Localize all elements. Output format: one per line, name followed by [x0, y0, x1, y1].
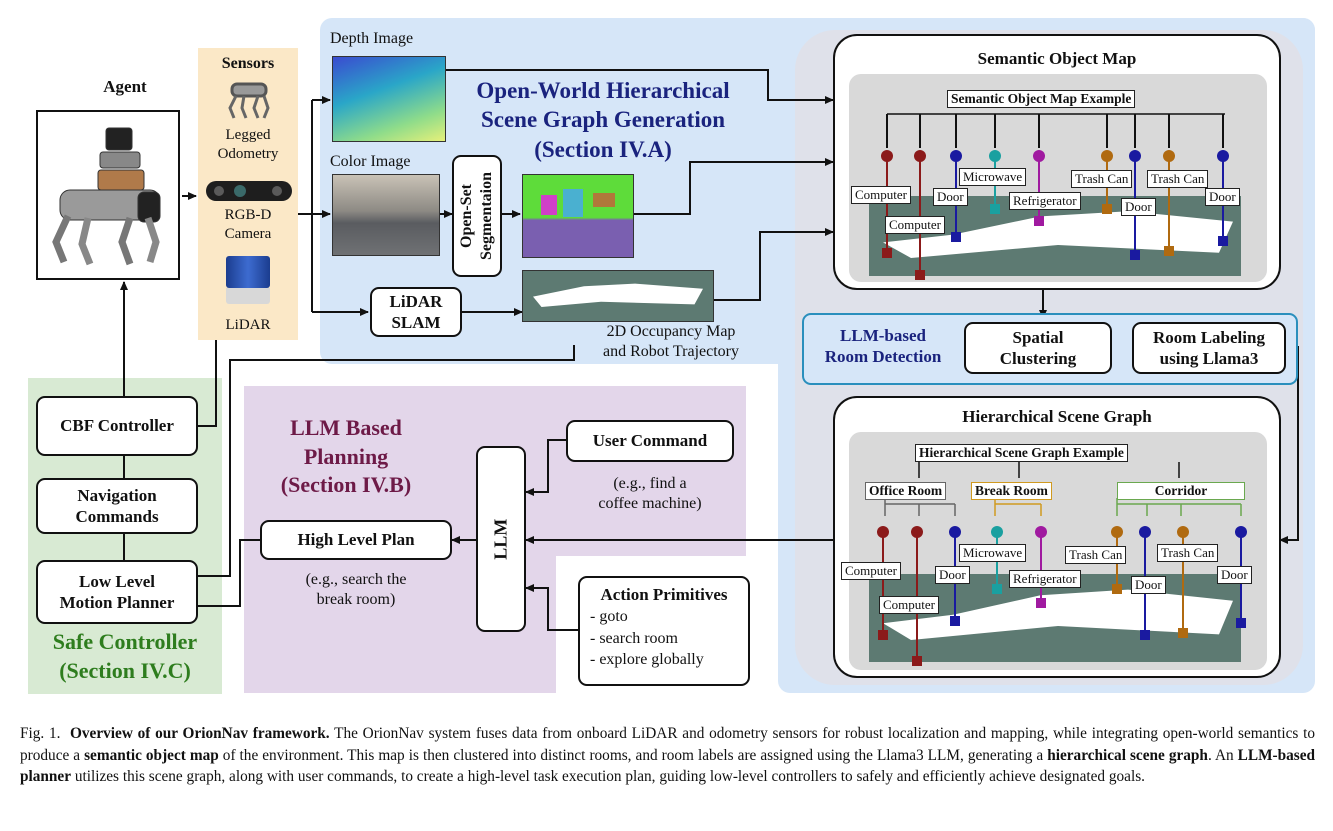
navigation-commands-box: Navigation Commands — [36, 478, 198, 534]
high-level-plan-example: (e.g., search the break room) — [305, 571, 407, 608]
hier-floorplan — [869, 574, 1241, 662]
color-image — [332, 174, 440, 256]
semantic-object-map-panel: Semantic Object Map Semantic Object Map … — [833, 34, 1281, 290]
room-label-office: Office Room — [865, 482, 947, 500]
primitive-explore-globally: - explore globally — [590, 651, 704, 669]
safe-controller-title: Safe Controller (Section IV.C) — [52, 629, 198, 683]
depth-image — [332, 56, 446, 142]
sem-label-refrigerator: Refrigerator — [1009, 192, 1081, 210]
sem-label-microwave: Microwave — [959, 168, 1027, 186]
room-labeling-box: Room Labeling using Llama3 — [1132, 322, 1286, 374]
low-level-motion-planner-box: Low Level Motion Planner — [36, 560, 198, 624]
llm-box: LLM — [476, 446, 526, 632]
lidar-slam-box: LiDAR SLAM — [370, 287, 462, 337]
high-level-plan-box: High Level Plan — [260, 520, 452, 560]
planning-title: LLM Based Planning (Section IV.B) — [280, 415, 412, 498]
occupancy-map-label: 2D Occupancy Map and Robot Trajectory — [603, 323, 739, 360]
hierarchical-scene-graph-panel: Hierarchical Scene Graph Hierarchical Sc… — [833, 396, 1281, 678]
hier-graph-example-label: Hierarchical Scene Graph Example — [915, 444, 1128, 462]
semantic-map-example-label: Semantic Object Map Example — [947, 90, 1136, 108]
sem-label-door-2: Door — [1121, 198, 1156, 216]
hier-label-computer-2: Computer — [879, 596, 939, 614]
lidar-label: LiDAR — [225, 317, 271, 333]
lidar-icon — [226, 256, 270, 306]
caption-text-4: utilizes this scene graph, along with us… — [71, 768, 1145, 786]
caption-bold-2: semantic object map — [84, 746, 219, 764]
caption-text-2: of the environment. This map is then clu… — [218, 746, 1048, 764]
caption-text-1: The OrionNav system fuses data from onbo… — [20, 725, 1315, 764]
sem-label-door-1: Door — [933, 188, 968, 206]
segmentation-image — [522, 174, 634, 258]
hier-graph-tree — [877, 462, 1247, 666]
sensors-title: Sensors — [221, 55, 275, 72]
cbf-controller-box: CBF Controller — [36, 396, 198, 456]
spatial-clustering-box: Spatial Clustering — [964, 322, 1112, 374]
hier-label-refrigerator: Refrigerator — [1009, 570, 1081, 588]
agent-frame — [36, 110, 180, 280]
primitive-search-room: - search room — [590, 629, 678, 647]
figure-caption: Fig. 1. Overview of our OrionNav framewo… — [20, 723, 1315, 788]
sem-label-computer-2: Computer — [885, 216, 945, 234]
sem-label-trash-can-2: Trash Can — [1147, 170, 1209, 188]
hier-label-door-2: Door — [1131, 576, 1166, 594]
legged-odometry-label: Legged Odometry — [217, 127, 279, 162]
hier-label-door-1: Door — [935, 566, 970, 584]
hier-label-microwave: Microwave — [959, 544, 1027, 562]
depth-image-label: Depth Image — [330, 30, 414, 47]
agent-title: Agent — [103, 77, 147, 96]
room-label-break: Break Room — [971, 482, 1052, 500]
sem-label-door-3: Door — [1205, 188, 1240, 206]
occupancy-map-image — [522, 270, 714, 322]
color-image-label: Color Image — [330, 153, 411, 170]
open-set-segmentation-box: Open-Set Segmentaion — [452, 155, 502, 277]
hierarchical-scene-graph-title: Hierarchical Scene Graph — [962, 407, 1152, 426]
hier-label-computer-1: Computer — [841, 562, 901, 580]
room-label-corridor: Corridor — [1117, 482, 1245, 500]
user-command-example: (e.g., find a coffee machine) — [598, 475, 702, 512]
caption-text-3: . An — [1207, 746, 1238, 764]
sem-label-computer-1: Computer — [851, 186, 911, 204]
caption-fig-label: Fig. 1. — [20, 725, 61, 742]
semantic-map-tree — [881, 113, 1229, 280]
caption-bold-4: LLM-based planner — [20, 746, 1316, 786]
action-primitives-box: Action Primitives - goto - search room -… — [578, 576, 750, 686]
semantic-object-map-title: Semantic Object Map — [977, 49, 1137, 68]
action-primitives-title: Action Primitives — [600, 585, 728, 604]
room-detection-title: LLM-based Room Detection — [824, 326, 942, 367]
primitive-goto: - goto — [590, 608, 628, 626]
hier-label-door-3: Door — [1217, 566, 1252, 584]
caption-bold-3: hierarchical scene graph — [1047, 746, 1208, 764]
scene-graph-gen-title: Open-World Hierarchical Scene Graph Gene… — [476, 78, 730, 162]
hier-label-trash-can-1: Trash Can — [1065, 546, 1127, 564]
rgbd-camera-icon — [206, 181, 292, 201]
caption-bold-1: Overview of our OrionNav framework. — [70, 725, 330, 742]
sem-label-trash-can-1: Trash Can — [1071, 170, 1133, 188]
hier-label-trash-can-2: Trash Can — [1157, 544, 1219, 562]
robot-dog-image — [52, 127, 161, 266]
user-command-box: User Command — [566, 420, 734, 462]
rgbd-camera-label: RGB-D Camera — [224, 207, 272, 242]
